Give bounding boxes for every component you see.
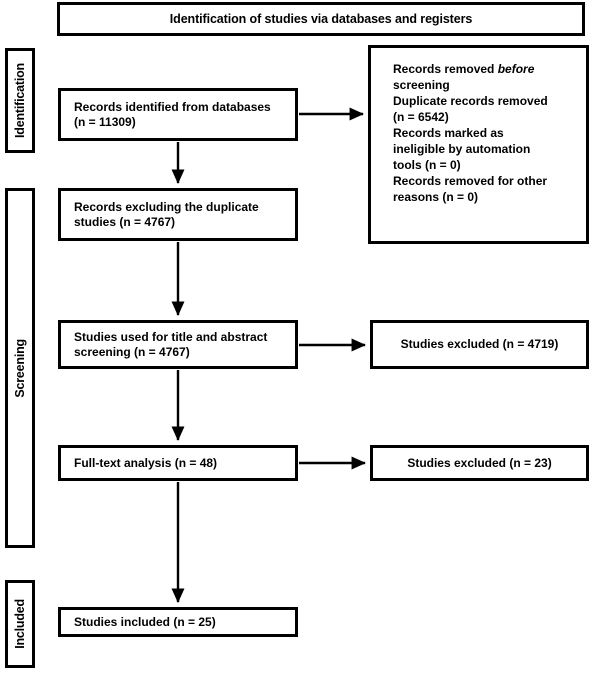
node-title-abstract-screening: Studies used for title and abstract scre… [58, 320, 298, 369]
node-records-excluding-duplicates: Records excluding the duplicate studies … [58, 188, 298, 241]
stage-label-screening-text: Screening [12, 338, 27, 398]
removed-other-line2: reasons (n = 0) [393, 189, 479, 204]
removed-duplicate-line1: Duplicate records removed [393, 93, 548, 108]
node-title-abstract-screening-line2: screening (n = 4767) [74, 344, 190, 359]
node-records-identified-line1: Records identified from databases [74, 100, 271, 115]
node-full-text-analysis-text: Full-text analysis (n = 48) [74, 455, 218, 470]
node-studies-excluded-screening: Studies excluded (n = 4719) [370, 320, 589, 369]
node-studies-included: Studies included (n = 25) [58, 607, 298, 637]
node-studies-excluded-screening-text: Studies excluded (n = 4719) [400, 337, 559, 352]
removed-automation-line1: Records marked as [393, 125, 504, 140]
node-studies-included-text: Studies included (n = 25) [74, 614, 216, 629]
node-records-identified-line2: (n = 11309) [74, 114, 136, 129]
node-studies-excluded-fulltext: Studies excluded (n = 23) [370, 445, 589, 481]
removed-automation-line2: ineligible by automation [393, 141, 531, 156]
removed-automation-line3: tools (n = 0) [393, 157, 461, 172]
node-records-identified: Records identified from databases (n = 1… [58, 88, 298, 141]
diagram-title-banner: Identification of studies via databases … [57, 2, 585, 36]
node-title-abstract-screening-line1: Studies used for title and abstract [74, 330, 268, 345]
stage-label-identification: Identification [5, 48, 35, 153]
removed-heading-italic: before [497, 62, 535, 76]
node-studies-excluded-fulltext-text: Studies excluded (n = 23) [407, 455, 552, 470]
node-records-removed-before-screening: Records removed before screening Duplica… [368, 45, 589, 244]
removed-other-line1: Records removed for other [393, 173, 548, 188]
stage-label-identification-text: Identification [12, 63, 27, 138]
node-records-excluding-duplicates-line2: studies (n = 4767) [74, 214, 176, 229]
stage-label-screening: Screening [5, 188, 35, 548]
removed-heading-plain: Records removed [393, 62, 498, 76]
node-full-text-analysis: Full-text analysis (n = 48) [58, 445, 298, 481]
node-records-excluding-duplicates-line1: Records excluding the duplicate [74, 200, 259, 215]
removed-heading-line2: screening [393, 77, 450, 92]
stage-label-included-text: Included [12, 599, 27, 649]
removed-heading-line1: Records removed before [393, 62, 580, 78]
stage-label-included: Included [5, 580, 35, 668]
diagram-title-text: Identification of studies via databases … [169, 11, 473, 26]
removed-duplicate-line2: (n = 6542) [393, 109, 449, 124]
